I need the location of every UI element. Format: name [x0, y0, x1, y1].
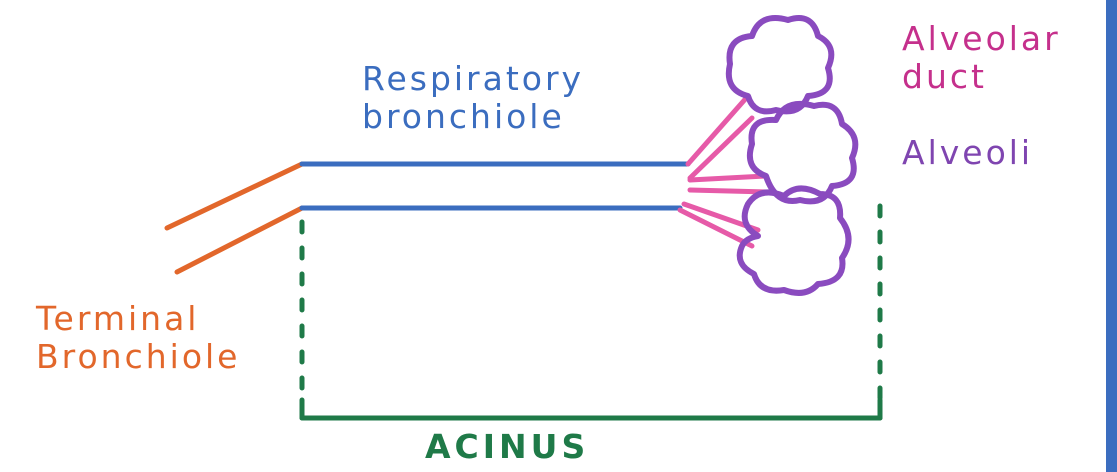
alveolar-duct-label: Alveolar duct — [902, 20, 1061, 96]
terminal-bronchiole-label-line1: Terminal — [36, 300, 240, 338]
respiratory-bronchiole-label-line2: bronchiole — [362, 98, 584, 136]
acinus-bracket — [302, 206, 880, 418]
terminal-bronchiole-label: Terminal Bronchiole — [36, 300, 240, 376]
respiratory-bronchiole — [302, 164, 688, 208]
alveolar-duct-mid-2 — [690, 190, 768, 192]
terminal-bronchiole — [167, 164, 302, 272]
right-frame-bar — [1106, 0, 1117, 472]
terminal-bronchiole-label-line2: Bronchiole — [36, 338, 240, 376]
alveolar-duct-label-line1: Alveolar — [902, 20, 1061, 58]
terminal-bronchiole-lower-wall — [177, 208, 302, 272]
alveolar-duct-label-line2: duct — [902, 58, 1061, 96]
respiratory-bronchiole-label-line1: Respiratory — [362, 60, 584, 98]
alveolar-duct-mid-1 — [690, 176, 766, 180]
alveoli-label: Alveoli — [902, 134, 1033, 172]
acinus-label: ACINUS — [425, 428, 589, 466]
alveolus-bottom — [740, 188, 849, 292]
respiratory-bronchiole-label: Respiratory bronchiole — [362, 60, 584, 136]
alveolus-top — [729, 18, 832, 111]
alveoli-clusters — [729, 18, 856, 293]
